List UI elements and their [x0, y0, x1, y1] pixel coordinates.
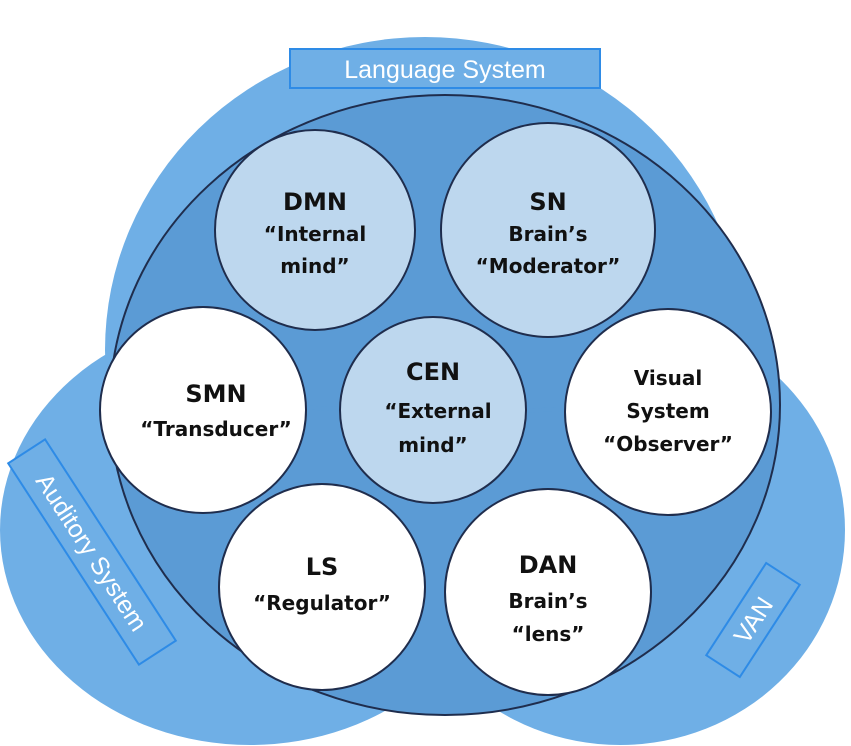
dmn-line2: mind” — [280, 254, 349, 278]
dan-line1: Brain’s — [508, 589, 587, 613]
node-visual-system: Visual System “Observer” — [564, 308, 772, 516]
node-dmn: DMN “Internal mind” — [214, 129, 416, 331]
cen-title: CEN — [406, 358, 460, 386]
node-smn: SMN “Transducer” — [99, 306, 307, 514]
language-system-label-box: Language System — [289, 48, 601, 89]
sn-title: SN — [529, 188, 566, 216]
smn-title: SMN — [185, 380, 246, 408]
vis-line1: Visual — [634, 366, 702, 390]
vis-line3: “Observer” — [603, 432, 733, 456]
ls-line1: “Regulator” — [253, 591, 391, 615]
dan-title: DAN — [519, 551, 578, 579]
node-ls: LS “Regulator” — [218, 483, 426, 691]
language-system-label: Language System — [344, 56, 546, 84]
cen-line1: “External — [384, 399, 491, 423]
cen-line2: mind” — [398, 433, 467, 457]
dmn-line1: “Internal — [264, 222, 366, 246]
ls-title: LS — [306, 553, 339, 581]
sn-line1: Brain’s — [508, 222, 587, 246]
dmn-title: DMN — [283, 188, 347, 216]
node-dan: DAN Brain’s “lens” — [444, 488, 652, 696]
node-cen: CEN “External mind” — [339, 316, 527, 504]
sn-line2: “Moderator” — [476, 254, 621, 278]
vis-line2: System — [626, 399, 709, 423]
dan-line2: “lens” — [512, 622, 585, 646]
node-sn: SN Brain’s “Moderator” — [440, 122, 656, 338]
smn-line1: “Transducer” — [140, 417, 291, 441]
